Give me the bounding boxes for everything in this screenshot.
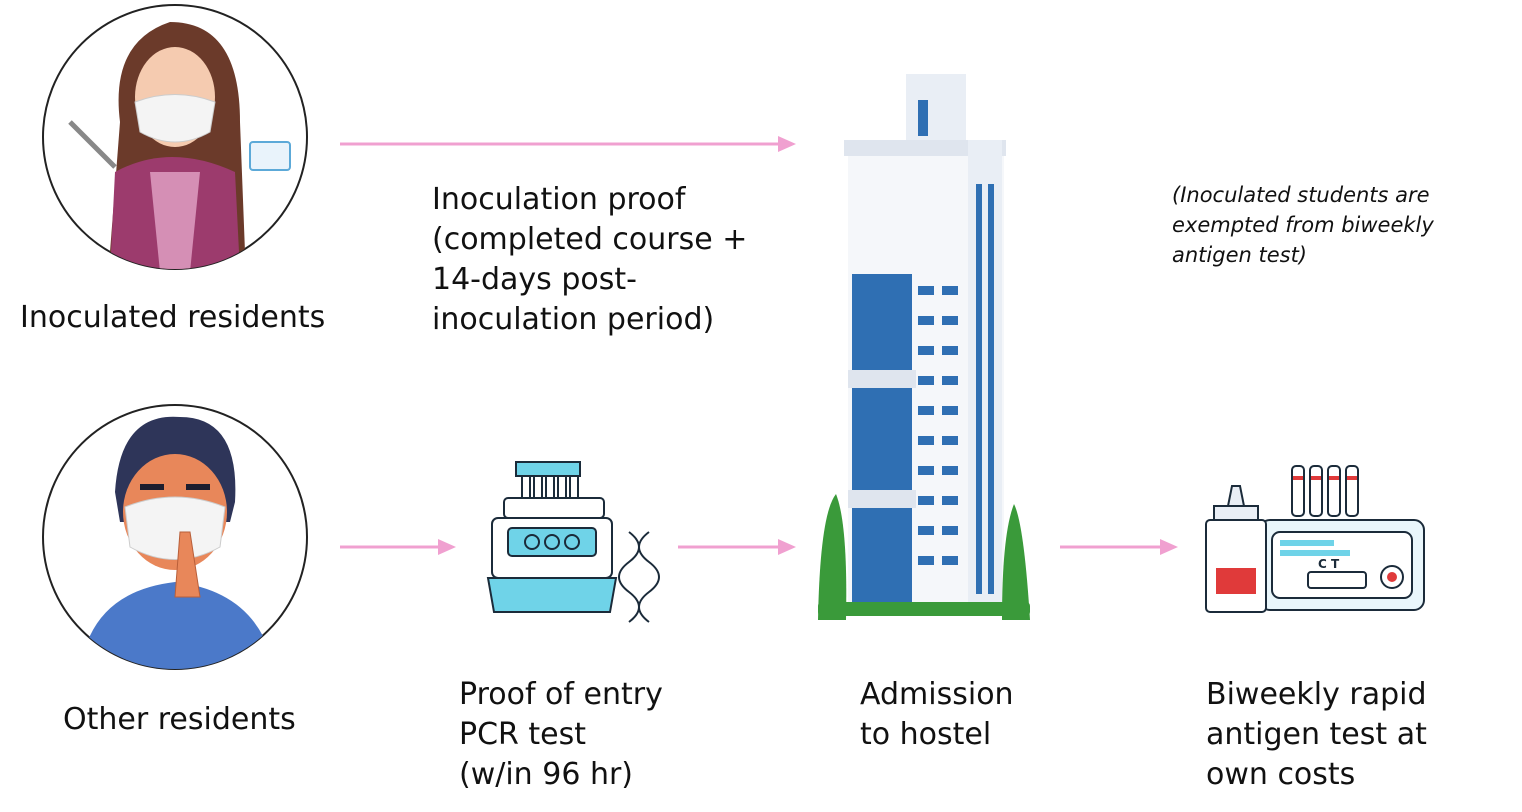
- antigen-test-kit-illustration: C T: [1205, 465, 1425, 613]
- arrow-hostel-to-antigen: [1060, 539, 1178, 555]
- inoculation-proof-label: Inoculation proof (completed course + 14…: [432, 182, 748, 337]
- hostel-building-illustration: [818, 74, 1030, 620]
- arrow-inoculated-to-hostel: [340, 136, 796, 152]
- inoculated-resident-illustration: [42, 4, 308, 270]
- inoculated-residents-label: Inoculated residents: [20, 300, 326, 335]
- other-residents-label: Other residents: [63, 702, 296, 737]
- pcr-proof-label: Proof of entry PCR test (w/in 96 hr): [459, 677, 663, 792]
- arrow-pcr-to-hostel: [678, 539, 796, 555]
- test-kit-ct-marks: C T: [1318, 557, 1340, 571]
- pcr-machine-illustration: [486, 461, 660, 623]
- arrow-other-to-pcr: [340, 539, 456, 555]
- antigen-test-label: Biweekly rapid antigen test at own costs: [1206, 677, 1427, 792]
- other-resident-illustration: [42, 404, 308, 670]
- exemption-note: (Inoculated students are exempted from b…: [1172, 183, 1434, 267]
- admission-label: Admission to hostel: [860, 677, 1014, 752]
